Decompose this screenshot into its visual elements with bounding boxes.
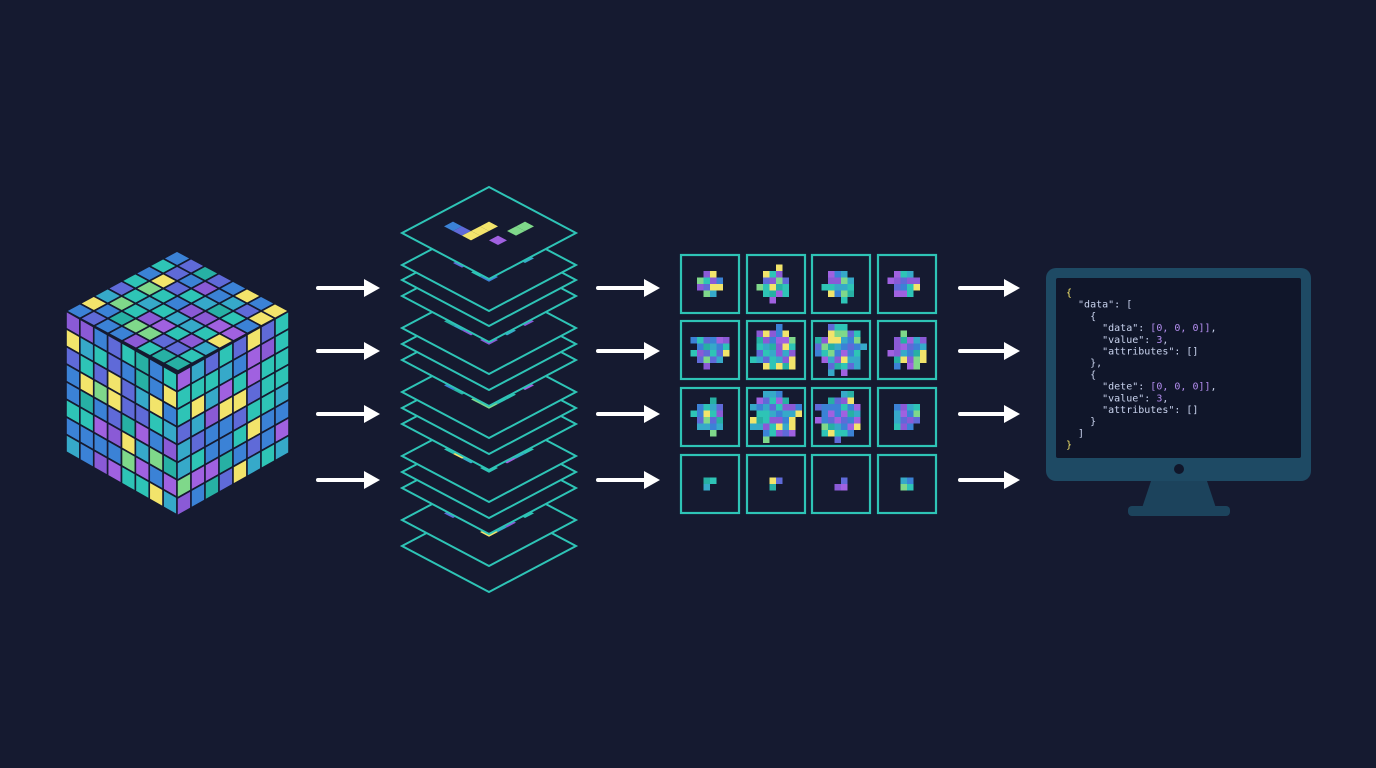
pattern-tile (745, 453, 807, 515)
monitor-icon: { "data": [ { "data": [0, 0, 0]], "value… (1046, 268, 1311, 516)
code-line: "value": 3, (1066, 335, 1168, 346)
code-line: "data": [ (1066, 300, 1132, 311)
code-line: "data": [0, 0, 0]], (1066, 323, 1217, 334)
pattern-tile (876, 386, 938, 448)
code-token: "attributes": [] (1066, 405, 1198, 416)
code-line: { (1066, 288, 1072, 299)
arrow-right-icon (316, 405, 380, 423)
code-line: } (1066, 417, 1096, 428)
arrows (316, 279, 1020, 489)
monitor-stand-base (1128, 506, 1230, 516)
pattern-tile (810, 319, 872, 381)
code-token: } (1066, 440, 1072, 451)
code-line: "attributes": [] (1066, 347, 1198, 358)
code-token: "dete": (1066, 382, 1150, 393)
code-token: "value": (1066, 393, 1156, 404)
code-token: , (1211, 382, 1217, 393)
pattern-tile (679, 453, 741, 515)
pattern-grid-icon (679, 253, 938, 515)
monitor-screen (1056, 278, 1301, 458)
pattern-tile (810, 386, 872, 448)
code-token: , (1162, 335, 1168, 346)
code-token: { (1066, 288, 1072, 299)
slice-layer (399, 185, 579, 281)
stacked-slices-icon (399, 185, 579, 594)
code-line: "dete": [0, 0, 0]], (1066, 382, 1217, 393)
code-token: 3 (1156, 393, 1162, 404)
arrow-right-icon (958, 279, 1020, 297)
pattern-tile (810, 253, 872, 315)
code-line: { (1066, 311, 1096, 322)
monitor-power-dot (1174, 464, 1184, 474)
pattern-tile (679, 386, 741, 448)
cube-top-face (64, 250, 291, 372)
arrow-right-icon (958, 471, 1020, 489)
arrow-right-icon (958, 405, 1020, 423)
code-token: 3 (1156, 335, 1162, 346)
code-token: } (1066, 417, 1096, 428)
pattern-tile (745, 253, 807, 315)
code-token: , (1162, 393, 1168, 404)
arrow-right-icon (316, 342, 380, 360)
code-line: "attributes": [] (1066, 405, 1198, 416)
code-line: { (1066, 370, 1096, 381)
arrow-right-icon (316, 471, 380, 489)
code-token: { (1066, 311, 1096, 322)
pattern-tile (810, 453, 872, 515)
code-token: [0, 0, 0]] (1150, 323, 1210, 334)
code-token: "data": [ (1066, 300, 1132, 311)
pattern-tile (876, 319, 938, 381)
monitor-stand-neck (1142, 478, 1216, 508)
arrow-right-icon (316, 279, 380, 297)
pattern-tile (876, 253, 938, 315)
code-token: "value": (1066, 335, 1156, 346)
code-token: { (1066, 370, 1096, 381)
code-line: "value": 3, (1066, 393, 1168, 404)
code-line: }, (1066, 358, 1102, 369)
arrow-right-icon (596, 471, 660, 489)
code-block: { "data": [ { "data": [0, 0, 0]], "value… (1066, 288, 1217, 451)
pattern-tile (679, 253, 741, 315)
code-token: [0, 0, 0]] (1150, 382, 1210, 393)
pattern-tile (745, 386, 807, 448)
arrow-right-icon (596, 342, 660, 360)
code-token: }, (1066, 358, 1102, 369)
voxel-cube-icon (64, 250, 291, 518)
pattern-tile (745, 319, 807, 381)
code-line: } (1066, 440, 1072, 451)
arrow-right-icon (596, 279, 660, 297)
arrow-right-icon (958, 342, 1020, 360)
pattern-tile (679, 319, 741, 381)
code-token: , (1211, 323, 1217, 334)
cube-left-face (65, 309, 178, 517)
code-token: "attributes": [] (1066, 347, 1198, 358)
code-token: "data": (1066, 323, 1150, 334)
code-token: ] (1066, 428, 1084, 439)
cube-right-face (176, 309, 290, 518)
cube-cell (274, 433, 290, 463)
pattern-tile (876, 453, 938, 515)
cube-cell (162, 355, 194, 372)
arrow-right-icon (596, 405, 660, 423)
code-line: ] (1066, 428, 1084, 439)
